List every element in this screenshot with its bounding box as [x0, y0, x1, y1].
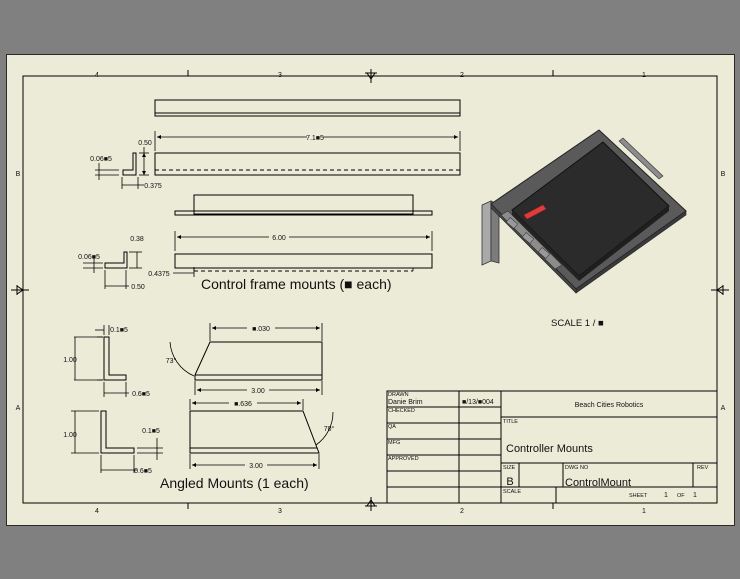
- dim-angle-angled-b: 70°: [324, 425, 335, 433]
- zone-label: 2: [460, 72, 464, 79]
- zone-label: A: [721, 405, 726, 412]
- zone-label: 1: [642, 72, 646, 79]
- tb-title: Controller Mounts: [506, 443, 593, 455]
- tb-size: B: [506, 476, 513, 488]
- dim-length-long: 7.1■5: [306, 135, 324, 142]
- dim-top-length-angled-b: ■.636: [234, 401, 252, 408]
- tb-of-label: OF: [677, 493, 685, 499]
- dim-leg-long: 0.375: [144, 183, 162, 190]
- frame-mount-short-front-view: [174, 253, 433, 272]
- frame-mount-long-length-dim: [154, 131, 461, 151]
- tb-company: Beach Cities Robotics: [575, 402, 644, 409]
- dim-thickness-angled-b: 0.1■5: [142, 428, 160, 435]
- dim-thickness-long: 0.06■5: [90, 156, 112, 163]
- dim-thickness-short: 0.06■5: [78, 254, 100, 261]
- dim-offset-short: 0.4375: [148, 271, 170, 278]
- dim-height-angled-a: 1.00: [63, 357, 77, 364]
- frame-mounts-label: Control frame mounts (■ each): [201, 276, 392, 292]
- iso-view-scale: SCALE 1 / ■: [551, 318, 604, 329]
- zone-label: 3: [278, 508, 282, 515]
- frame-mount-long-top-view: [154, 99, 461, 117]
- drawing-canvas: 4 3 2 1 4 3 2 1 B A B A: [11, 69, 729, 515]
- centering-mark-right: [711, 285, 729, 295]
- tb-dwg-no-label: DWG NO: [565, 465, 589, 471]
- dim-height-short: 0.38: [130, 236, 144, 243]
- tb-scale-label: SCALE: [503, 489, 521, 495]
- tb-checked-label: CHECKED: [388, 408, 415, 414]
- drawing-sheet: 4 3 2 1 4 3 2 1 B A B A: [6, 54, 735, 526]
- zone-label: B: [721, 171, 726, 178]
- frame-mount-short-profile: [83, 251, 142, 289]
- zone-label: 2: [460, 508, 464, 515]
- zone-label: A: [16, 405, 21, 412]
- centering-mark-top: [365, 69, 377, 83]
- angled-mounts-label: Angled Mounts (1 each): [160, 475, 309, 491]
- zone-label: 4: [95, 72, 99, 79]
- dim-angle-angled-a: 73°: [166, 357, 177, 365]
- frame-mount-short-offset-dim: [173, 267, 195, 277]
- angled-mount-a-profile: [74, 325, 129, 397]
- tb-size-label: SIZE: [503, 465, 516, 471]
- angled-mount-a-front-view: [169, 323, 323, 395]
- tb-rev-label: REV: [697, 465, 709, 471]
- dim-leg-short: 0.50: [131, 284, 145, 291]
- angled-mount-b-front-view: [189, 399, 334, 469]
- tb-drawn-label: DRAWN: [388, 392, 409, 398]
- zone-label: 4: [95, 508, 99, 515]
- dim-length-short: 6.00: [272, 235, 286, 242]
- tb-sheet-label: SHEET: [629, 493, 648, 499]
- tb-approved-label: APPROVED: [388, 456, 419, 462]
- dim-top-length-angled-a: ■.030: [252, 326, 270, 333]
- dim-height-long: 0.50: [138, 140, 152, 147]
- title-block: [386, 390, 718, 504]
- dim-leg-angled-a: 0.6■5: [132, 391, 150, 398]
- dim-thickness-angled-a: 0.1■5: [110, 327, 128, 334]
- dim-leg-angled-b: 0.6■5: [134, 468, 152, 475]
- zone-label: B: [16, 171, 21, 178]
- tb-sheet-total: 1: [693, 492, 697, 499]
- centering-mark-left: [11, 285, 29, 295]
- tb-sheet-no: 1: [664, 492, 668, 499]
- frame-mount-long-profile: [95, 147, 149, 189]
- frame-mount-long-front-view: [154, 152, 461, 176]
- zone-label: 3: [278, 72, 282, 79]
- tb-drawn-by: Danie Brim: [388, 399, 423, 406]
- tb-dwg-no: ControlMount: [565, 477, 631, 489]
- tb-qa-label: QA: [388, 424, 396, 430]
- centering-mark-bottom: [365, 497, 377, 511]
- controller-isometric-view: [481, 129, 687, 294]
- dim-bottom-length-angled-a: 3.00: [251, 388, 265, 395]
- dim-height-angled-b: 1.00: [63, 432, 77, 439]
- dim-bottom-length-angled-b: 3.00: [249, 463, 263, 470]
- tb-mfg-label: MFG: [388, 440, 400, 446]
- tb-title-label: TITLE: [503, 419, 518, 425]
- zone-label: 1: [642, 508, 646, 515]
- tb-drawn-date: ■/13/■004: [462, 399, 494, 406]
- frame-mount-short-length-dim: [174, 231, 433, 251]
- frame-mount-short-top-view: [174, 194, 433, 216]
- angled-mount-b-profile: [71, 410, 163, 473]
